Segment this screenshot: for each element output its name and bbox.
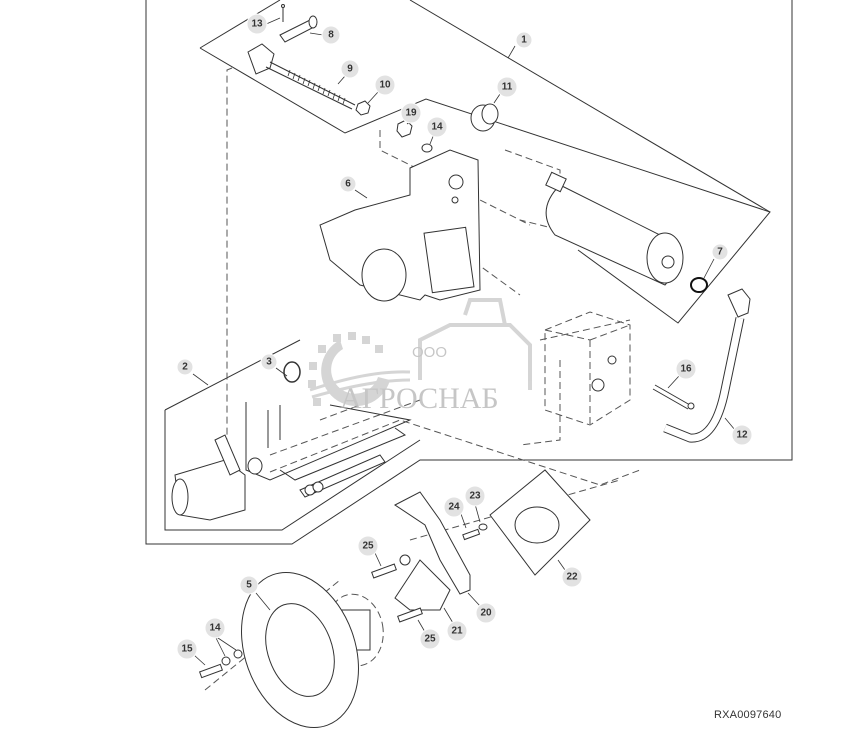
part-15-bolt bbox=[198, 663, 224, 679]
part-16-bolt bbox=[652, 384, 695, 410]
callout-1: 1 bbox=[515, 31, 533, 49]
part-24-bolt bbox=[462, 528, 481, 541]
svg-text:2: 2 bbox=[182, 362, 188, 373]
part-11-cap bbox=[470, 103, 499, 132]
part-14-washers-bottom bbox=[221, 649, 243, 666]
svg-text:23: 23 bbox=[469, 491, 481, 502]
svg-text:12: 12 bbox=[736, 430, 748, 441]
reference-code: RXA0097640 bbox=[714, 709, 782, 721]
svg-text:3: 3 bbox=[266, 357, 272, 368]
group-1-frame bbox=[199, 0, 771, 324]
svg-text:7: 7 bbox=[717, 247, 723, 258]
part-6-bracket bbox=[319, 149, 481, 302]
callout-23: 23 bbox=[464, 485, 486, 507]
svg-text:25: 25 bbox=[424, 634, 436, 645]
callout-20: 20 bbox=[475, 602, 497, 624]
combine-harvester-icon bbox=[418, 298, 532, 390]
callout-3: 3 bbox=[260, 353, 278, 371]
callout-11: 11 bbox=[496, 76, 518, 98]
svg-text:8: 8 bbox=[328, 30, 334, 41]
svg-text:14: 14 bbox=[209, 623, 221, 634]
callout-15: 15 bbox=[176, 638, 198, 660]
outer-frame bbox=[145, 0, 793, 545]
part-3-o-ring bbox=[283, 361, 301, 383]
callout-14-top: 14 bbox=[426, 116, 448, 138]
callout-7: 7 bbox=[711, 243, 729, 261]
svg-text:21: 21 bbox=[451, 626, 463, 637]
part-13-pin bbox=[281, 4, 285, 22]
callout-8: 8 bbox=[321, 25, 341, 45]
part-1-hydraulic-cylinder bbox=[545, 171, 684, 286]
watermark-brand: АГРОСНАБ bbox=[340, 382, 499, 415]
part-7-o-ring bbox=[690, 277, 708, 293]
svg-text:15: 15 bbox=[181, 644, 193, 655]
callout-16: 16 bbox=[675, 358, 697, 380]
svg-text:13: 13 bbox=[251, 19, 263, 30]
gear-logo-icon bbox=[308, 332, 411, 407]
part-14-washer-top bbox=[421, 143, 433, 153]
callout-21: 21 bbox=[446, 620, 468, 642]
callout-22: 22 bbox=[561, 566, 583, 588]
part-23-washer bbox=[478, 523, 488, 531]
callout-13: 13 bbox=[246, 13, 268, 35]
callout-5: 5 bbox=[239, 575, 259, 595]
svg-text:22: 22 bbox=[566, 572, 578, 583]
svg-text:19: 19 bbox=[405, 108, 417, 119]
callout-10: 10 bbox=[374, 74, 396, 96]
group-3-frame bbox=[245, 402, 412, 481]
group-2-frame bbox=[164, 339, 421, 531]
svg-text:16: 16 bbox=[680, 364, 692, 375]
callout-24: 24 bbox=[443, 496, 465, 518]
callout-leaders bbox=[192, 17, 736, 666]
callout-25-lower: 25 bbox=[419, 628, 441, 650]
svg-text:14: 14 bbox=[431, 122, 443, 133]
part-5-disc bbox=[241, 572, 359, 728]
part-12-hose bbox=[663, 288, 751, 443]
part-22-plate bbox=[489, 469, 591, 576]
valve-block bbox=[544, 311, 631, 426]
svg-text:6: 6 bbox=[345, 179, 351, 190]
part-20-bracket bbox=[394, 491, 471, 595]
svg-text:24: 24 bbox=[448, 502, 460, 513]
watermark-prefix: ООО bbox=[412, 344, 447, 361]
svg-text:11: 11 bbox=[502, 82, 513, 93]
callout-9: 9 bbox=[340, 59, 360, 79]
part-25-bolt-upper bbox=[371, 563, 397, 579]
callout-14-bottom: 14 bbox=[204, 617, 226, 639]
part-21-lever bbox=[394, 554, 451, 611]
part-25-bolt-lower bbox=[397, 607, 423, 623]
part-8-pin bbox=[279, 15, 318, 43]
agrosnab-watermark: ООО АГРОСНАБ bbox=[308, 298, 532, 415]
svg-text:25: 25 bbox=[362, 541, 374, 552]
part-9-clevis-rod bbox=[247, 43, 356, 110]
callout-19: 19 bbox=[400, 102, 422, 124]
part-2-motor bbox=[171, 434, 246, 521]
svg-text:10: 10 bbox=[379, 80, 391, 91]
callout-25-upper: 25 bbox=[357, 535, 379, 557]
svg-text:20: 20 bbox=[480, 608, 492, 619]
callout-12: 12 bbox=[731, 424, 753, 446]
callout-6: 6 bbox=[339, 175, 357, 193]
spool-assembly bbox=[247, 405, 407, 498]
svg-text:5: 5 bbox=[246, 580, 252, 591]
part-10-nut bbox=[355, 100, 371, 116]
svg-text:1: 1 bbox=[521, 35, 527, 46]
svg-text:9: 9 bbox=[347, 64, 353, 75]
callout-2: 2 bbox=[176, 358, 194, 376]
